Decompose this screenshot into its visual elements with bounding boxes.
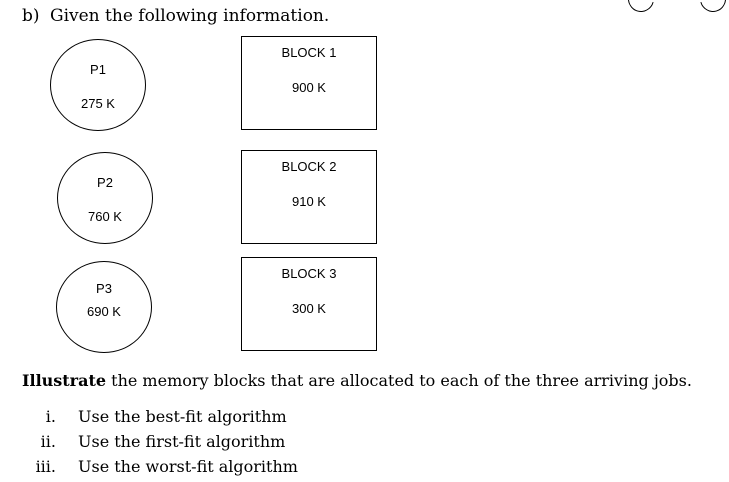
marks-bracket-left-fragment <box>623 0 659 17</box>
process-p1: P1 275 K <box>50 39 146 131</box>
block-size: 900 K <box>292 80 326 95</box>
process-size: 760 K <box>88 209 122 224</box>
question-heading: b) Given the following information. <box>22 6 329 26</box>
task-number: i. <box>45 407 56 426</box>
instruction-rest: the memory blocks that are allocated to … <box>106 371 692 390</box>
question-text: Given the following information. <box>50 6 330 26</box>
marks-bracket-right-fragment <box>695 0 729 17</box>
task-text: Use the worst-fit algorithm <box>78 457 298 476</box>
task-number: iii. <box>35 457 56 476</box>
memory-block-1: BLOCK 1 900 K <box>241 36 377 130</box>
block-size: 910 K <box>292 194 326 209</box>
process-name: P3 <box>96 281 112 296</box>
instruction-bold: Illustrate <box>22 371 107 390</box>
block-name: BLOCK 3 <box>281 266 337 281</box>
block-name: BLOCK 2 <box>281 159 337 174</box>
process-p3: P3 690 K <box>56 261 152 353</box>
process-name: P2 <box>97 175 113 190</box>
task-text: Use the first-fit algorithm <box>78 432 286 451</box>
question-label: b) <box>22 6 40 26</box>
instruction-text: Illustrate the memory blocks that are al… <box>22 371 692 390</box>
process-size: 275 K <box>81 96 115 111</box>
memory-block-2: BLOCK 2 910 K <box>241 150 377 244</box>
process-p2: P2 760 K <box>57 152 153 244</box>
block-size: 300 K <box>292 301 326 316</box>
task-text: Use the best-fit algorithm <box>78 407 287 426</box>
task-number: ii. <box>40 432 56 451</box>
memory-block-3: BLOCK 3 300 K <box>241 257 377 351</box>
block-name: BLOCK 1 <box>281 45 337 60</box>
process-name: P1 <box>90 62 106 77</box>
process-size: 690 K <box>87 304 121 319</box>
